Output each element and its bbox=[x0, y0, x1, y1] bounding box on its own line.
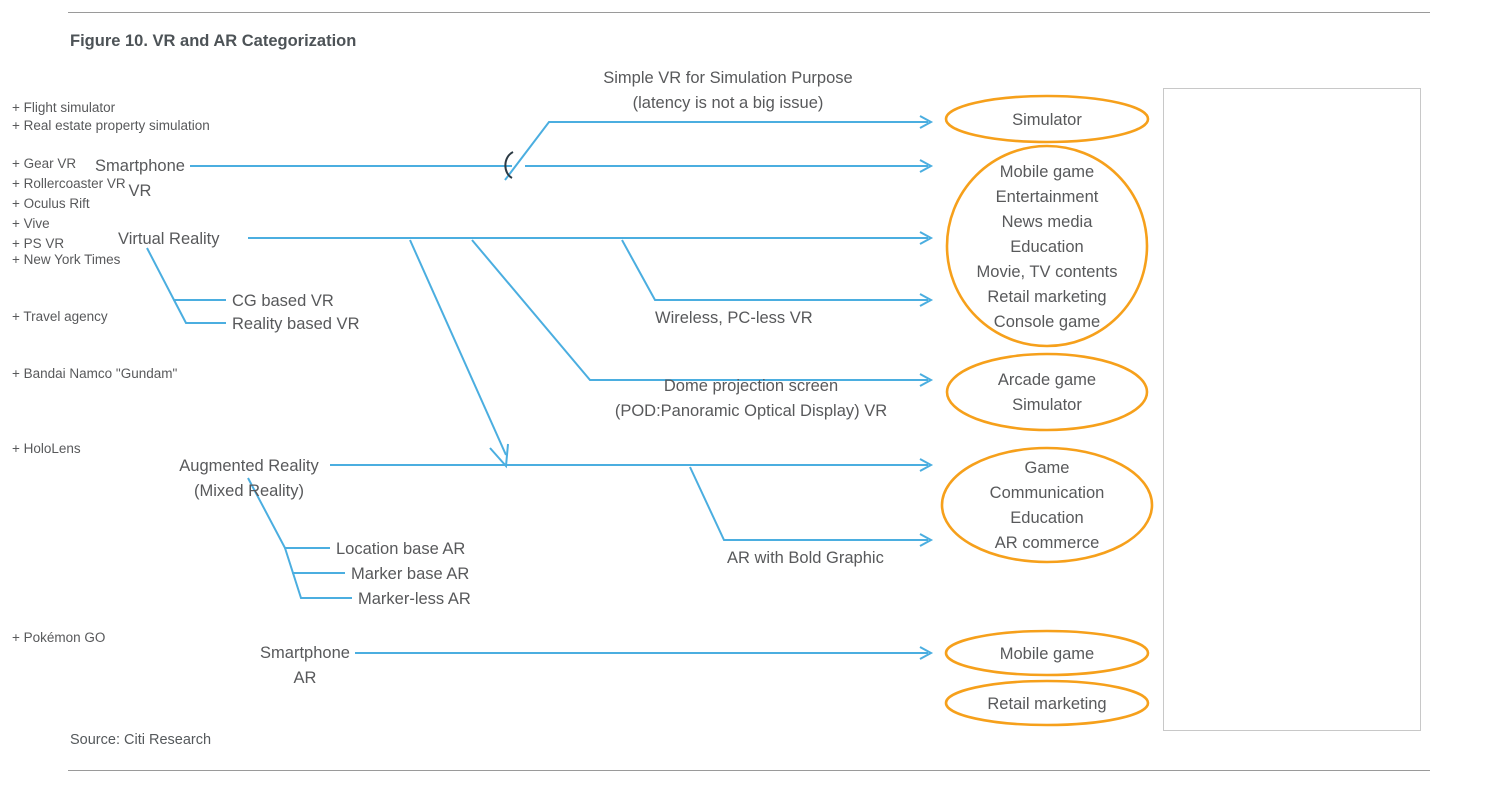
example-item: + Pokémon GO bbox=[12, 630, 106, 645]
ellipse-item: Mobile game bbox=[999, 163, 1095, 181]
ellipse-simulator bbox=[944, 94, 1150, 144]
example-item: + Travel agency bbox=[12, 309, 108, 324]
edge-dome-projection bbox=[471, 239, 932, 387]
example-item: + Rollercoaster VR bbox=[12, 176, 126, 191]
ellipse-item: Simulator bbox=[1012, 111, 1082, 129]
edge-label-dome-line2: (POD:Panoramic Optical Display) VR bbox=[614, 402, 888, 420]
edge-vr-to-ar-diagonal bbox=[409, 239, 509, 469]
edge-label-dome-line1: Dome projection screen bbox=[663, 377, 839, 395]
node-marker-less-ar: Marker-less AR bbox=[358, 590, 471, 608]
ellipse-item: Education bbox=[1010, 238, 1084, 256]
ellipse-simulator-text: Simulator bbox=[947, 108, 1147, 133]
example-item: + Bandai Namco "Gundam" bbox=[12, 366, 178, 381]
examples-panel bbox=[1163, 88, 1421, 731]
edge-label-ar-bold: AR with Bold Graphic bbox=[727, 549, 884, 567]
ellipse-ar-content-text: Game Communication Education AR commerce bbox=[942, 456, 1152, 556]
ellipse-vr-content-text: Mobile game Entertainment News media Edu… bbox=[937, 160, 1157, 335]
ellipse-item: Movie, TV contents bbox=[976, 263, 1118, 281]
ellipse-mobile-game bbox=[944, 629, 1150, 677]
ellipse-item: Retail marketing bbox=[987, 695, 1107, 713]
edge-label-wireless: Wireless, PC-less VR bbox=[655, 309, 813, 327]
ellipse-arcade bbox=[945, 352, 1149, 432]
node-augmented-reality-line1: Augmented Reality bbox=[179, 457, 319, 475]
page-title: Figure 10. VR and AR Categorization bbox=[70, 32, 357, 50]
edge-wireless-pcless-vr bbox=[621, 239, 932, 307]
edge-vr-subtypes bbox=[146, 247, 226, 324]
node-smartphone-vr-line1: Smartphone bbox=[95, 157, 185, 175]
edge-label-simple-vr-line1: Simple VR for Simulation Purpose bbox=[603, 69, 853, 87]
node-smartphone-ar: Smartphone AR bbox=[255, 641, 355, 691]
node-augmented-reality: Augmented Reality (Mixed Reality) bbox=[168, 454, 330, 504]
edge-ar-bold-graphic bbox=[689, 466, 932, 547]
edge-label-simple-vr-line2: (latency is not a big issue) bbox=[632, 94, 824, 112]
edge-smartphone-ar-trunk bbox=[355, 646, 932, 660]
example-item: + Oculus Rift bbox=[12, 196, 90, 211]
example-item: + Flight simulator bbox=[12, 100, 116, 115]
node-marker-base-ar: Marker base AR bbox=[351, 565, 470, 583]
ellipse-item: Mobile game bbox=[999, 645, 1095, 663]
source-note: Source: Citi Research bbox=[70, 732, 212, 748]
ellipse-item: Game bbox=[1024, 459, 1070, 477]
edge-label-simple-vr: Simple VR for Simulation Purpose (latenc… bbox=[548, 66, 908, 116]
edge-augmented-reality-trunk bbox=[330, 458, 932, 472]
ellipse-vr-content bbox=[945, 144, 1149, 348]
edge-label-dome: Dome projection screen (POD:Panoramic Op… bbox=[586, 374, 916, 424]
ellipse-mobile-game-text: Mobile game bbox=[947, 642, 1147, 667]
node-cg-based-vr: CG based VR bbox=[232, 292, 334, 310]
node-smartphone-vr-line2: VR bbox=[128, 182, 152, 200]
ellipse-item: Communication bbox=[989, 484, 1105, 502]
node-reality-based-vr: Reality based VR bbox=[232, 315, 360, 333]
top-rule bbox=[68, 12, 1430, 13]
node-smartphone-ar-line2: AR bbox=[293, 669, 317, 687]
node-location-base-ar: Location base AR bbox=[336, 540, 466, 558]
ellipse-item: Console game bbox=[993, 313, 1101, 331]
ellipse-item: Arcade game bbox=[997, 371, 1097, 389]
example-item: + PS VR bbox=[12, 236, 65, 251]
edge-ar-subtypes bbox=[247, 477, 352, 599]
ellipse-arcade-text: Arcade game Simulator bbox=[947, 368, 1147, 418]
ellipse-retail-marketing-text: Retail marketing bbox=[947, 692, 1147, 717]
edge-smartphone-vr-trunk bbox=[190, 159, 932, 173]
ellipse-item: Retail marketing bbox=[987, 288, 1107, 306]
example-item: + Vive bbox=[12, 216, 50, 231]
ellipse-item: Education bbox=[1010, 509, 1084, 527]
edge-simple-vr-to-simulator bbox=[504, 115, 932, 181]
example-item: + Gear VR bbox=[12, 156, 77, 171]
node-smartphone-vr: Smartphone VR bbox=[90, 154, 190, 204]
ellipse-retail-marketing bbox=[944, 679, 1150, 727]
ellipse-item: News media bbox=[1001, 213, 1093, 231]
example-item: + Real estate property simulation bbox=[12, 118, 210, 133]
ellipse-item: AR commerce bbox=[994, 534, 1100, 552]
example-item: + HoloLens bbox=[12, 441, 81, 456]
ellipse-item: Entertainment bbox=[995, 188, 1099, 206]
node-smartphone-ar-line1: Smartphone bbox=[260, 644, 350, 662]
node-virtual-reality: Virtual Reality bbox=[118, 230, 220, 248]
bottom-rule bbox=[68, 770, 1430, 771]
ellipse-ar-content bbox=[940, 446, 1154, 564]
ellipse-item: Simulator bbox=[1012, 396, 1082, 414]
example-item: + New York Times bbox=[12, 252, 121, 267]
node-augmented-reality-line2: (Mixed Reality) bbox=[193, 482, 305, 500]
edge-virtual-reality-trunk bbox=[248, 231, 932, 245]
